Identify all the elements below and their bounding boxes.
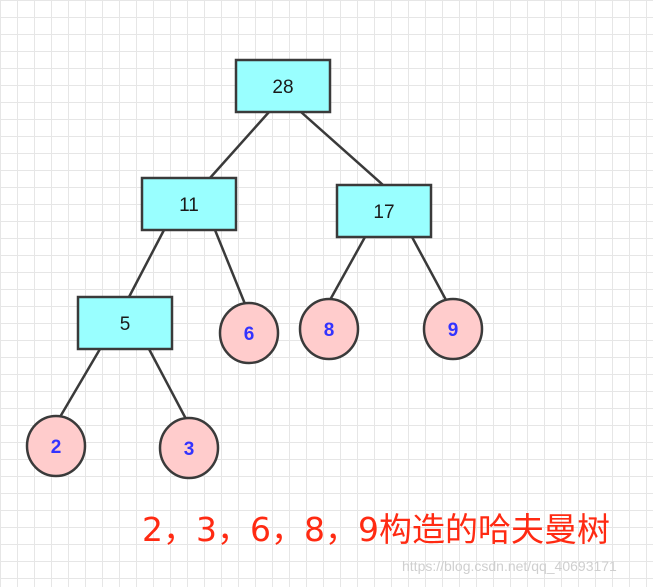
tree-node-9: 9	[422, 297, 484, 361]
leaf-node-circle	[218, 301, 280, 365]
edge-n28-n17	[300, 111, 384, 186]
internal-node-box	[140, 176, 238, 232]
edge-n11-n5	[127, 229, 166, 298]
node-label-8: 8	[324, 320, 335, 341]
edge-n17-n8	[328, 236, 367, 301]
tree-node-28: 28	[234, 58, 332, 114]
leaf-node-circle	[422, 297, 484, 361]
node-label-5: 5	[120, 314, 131, 335]
node-label-9: 9	[448, 320, 459, 341]
tree-node-3: 3	[158, 416, 220, 480]
tree-edges	[58, 111, 448, 420]
tree-node-11: 11	[140, 176, 238, 232]
internal-node-box	[335, 183, 433, 239]
tree-node-17: 17	[335, 183, 433, 239]
leaf-node-circle	[158, 416, 220, 480]
leaf-node-circle	[298, 297, 360, 361]
node-label-28: 28	[272, 77, 293, 98]
node-label-2: 2	[51, 437, 62, 458]
edge-n5-n3	[147, 348, 188, 420]
tree-nodes: 28 11 17 5 6 8 9 2 3	[25, 58, 484, 480]
tree-node-6: 6	[218, 301, 280, 365]
edge-n28-n11	[209, 111, 270, 179]
internal-node-box	[76, 295, 174, 351]
node-label-3: 3	[184, 439, 195, 460]
leaf-node-circle	[25, 414, 87, 478]
edge-n17-n9	[410, 236, 448, 301]
edge-n11-n6	[213, 229, 247, 305]
node-label-17: 17	[373, 202, 394, 223]
diagram-caption: 2，3，6，8，9构造的哈夫曼树	[142, 510, 610, 549]
internal-node-box	[234, 58, 332, 114]
node-label-11: 11	[179, 195, 199, 216]
tree-node-5: 5	[76, 295, 174, 351]
node-label-6: 6	[244, 324, 255, 345]
watermark-url: https://blog.csdn.net/qq_40693171	[402, 558, 617, 574]
tree-node-8: 8	[298, 297, 360, 361]
tree-node-2: 2	[25, 414, 87, 478]
edge-n5-n2	[58, 348, 102, 418]
